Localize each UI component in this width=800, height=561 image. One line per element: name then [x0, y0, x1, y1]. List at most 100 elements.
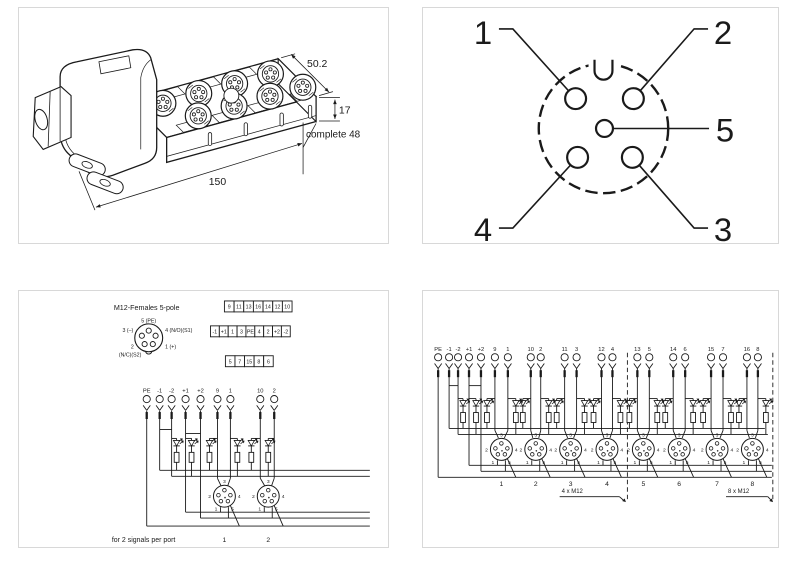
- port-number-label: 5: [641, 481, 645, 488]
- face-label-bottom-left: 2: [131, 344, 134, 350]
- dim-total-label: complete 48: [306, 129, 361, 140]
- strip-cell-label: -1: [213, 330, 218, 336]
- pin-1-label: 1: [474, 14, 492, 51]
- port-number-label: 7: [715, 481, 719, 488]
- port-pin-label: 5: [577, 460, 580, 466]
- strip-cell-label: 13: [246, 305, 252, 311]
- port-number-label: 3: [569, 481, 573, 488]
- strip-cell-label: 5: [229, 360, 232, 366]
- port-pin-label: 3: [534, 432, 537, 438]
- port-pin-label: 5: [231, 507, 234, 513]
- m12-socket-icon: [185, 79, 213, 108]
- terminal-label: 10: [528, 347, 534, 353]
- terminal-label: 8: [756, 347, 759, 353]
- led-indicator-icon: [757, 398, 773, 435]
- terminal-label: -1: [157, 389, 162, 395]
- port-pin-label: 1: [215, 507, 218, 513]
- terminal-label: 2: [539, 347, 542, 353]
- port-pin-label: 3: [606, 432, 609, 438]
- terminal-label: +2: [197, 389, 204, 395]
- strip-cell-label: 10: [284, 305, 290, 311]
- strip-cell-label: 2: [267, 330, 270, 336]
- mounting-foot: [86, 171, 124, 195]
- led-indicator-icon: [699, 398, 712, 429]
- port-pin-label: 4: [515, 447, 518, 453]
- port-pin-label: 3: [267, 479, 270, 485]
- port-pin-label: 3: [716, 432, 719, 438]
- led-indicator-icon: [171, 437, 184, 471]
- terminal-label: 14: [670, 347, 677, 353]
- face-label-right: 4 (N/O)(S1): [165, 328, 192, 334]
- resistor-icon: [654, 412, 661, 423]
- terminal-label: +2: [478, 347, 485, 353]
- terminal-label: 16: [744, 347, 750, 353]
- pin-5-label: 5: [716, 111, 734, 148]
- port-pin-label: 1: [633, 460, 636, 466]
- resistor-icon: [473, 412, 479, 423]
- port-pin-label: 1: [258, 507, 261, 513]
- port-pin-label: 2: [208, 494, 211, 500]
- terminal-label: PE: [434, 347, 442, 353]
- resistor-icon: [265, 451, 272, 463]
- resistor-icon: [662, 412, 669, 423]
- terminal-label: 15: [708, 347, 714, 353]
- led-indicator-icon: [685, 398, 701, 435]
- led-indicator-icon: [458, 398, 471, 429]
- led-indicator-icon: [552, 398, 565, 429]
- strip-cell-label: 9: [228, 305, 231, 311]
- strip-cell-label: -2: [283, 330, 288, 336]
- strip-cell-label: 1: [231, 330, 234, 336]
- m12-socket-icon: [184, 102, 212, 130]
- m12-socket-icon: [256, 82, 284, 110]
- port-pin-label: 3: [642, 432, 645, 438]
- led-indicator-icon: [518, 398, 531, 429]
- terminal-label: +1: [182, 389, 189, 395]
- strip-cell-label: 6: [267, 360, 270, 366]
- port-pin-label: 4: [693, 447, 696, 453]
- terminal-label: 6: [684, 347, 687, 353]
- resistor-icon: [188, 451, 195, 463]
- port-pin-label: 2: [736, 447, 739, 453]
- led-indicator-icon: [469, 398, 484, 435]
- resistor-icon: [553, 412, 560, 423]
- diagram-caption: for 2 signals per port: [112, 537, 176, 544]
- face-label-below: (N/C)(S2): [119, 353, 142, 359]
- resistor-icon: [206, 451, 213, 463]
- mounting-slot: [207, 132, 213, 146]
- port-pin-label: 3: [751, 432, 754, 438]
- led-indicator-icon: [661, 398, 674, 429]
- resistor-icon: [617, 412, 624, 423]
- terminal-label: 3: [575, 347, 578, 353]
- port-pin-label: 4: [620, 447, 623, 453]
- dim-height-label: 17: [339, 106, 351, 117]
- resistor-icon: [519, 412, 526, 423]
- led-indicator-icon: [649, 398, 665, 435]
- face-label-left: 3 (–): [122, 328, 133, 334]
- resistor-icon: [690, 412, 696, 423]
- strip-cell-label: 11: [236, 305, 242, 311]
- led-indicator-icon: [185, 437, 199, 477]
- port-pin-label: 1: [597, 460, 600, 466]
- port-number-label: 1: [223, 537, 227, 544]
- wiring-network: [146, 410, 370, 527]
- dim-depth-label: 50.2: [307, 59, 328, 70]
- pin-2-label: 2: [714, 14, 732, 51]
- wiring-network: [437, 352, 774, 501]
